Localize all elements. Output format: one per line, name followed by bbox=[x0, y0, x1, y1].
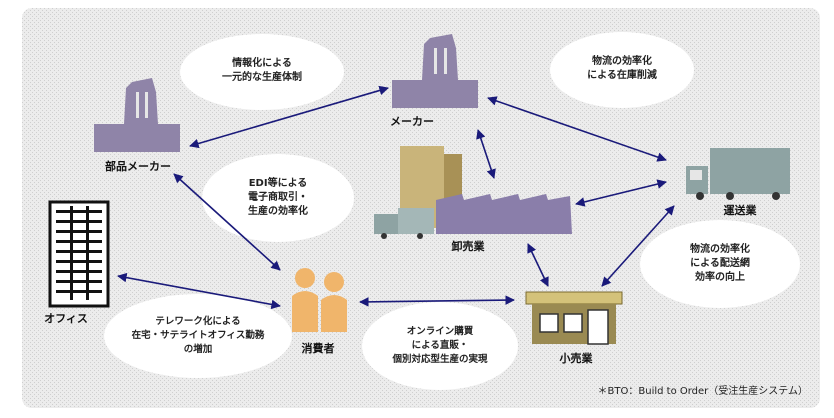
bubble-parts-maker-line1: 情報化による bbox=[232, 56, 292, 69]
bubble-online-line3: 個別対応型生産の実現 bbox=[391, 353, 488, 365]
bubble-maker-line2: による在庫削減 bbox=[587, 68, 657, 81]
warehouse-icon-distributor bbox=[436, 194, 572, 234]
label-office: オフィス bbox=[44, 312, 88, 325]
label-maker: メーカー bbox=[390, 115, 434, 128]
bubble-telework-line2: 在宅・サテライトオフィス勤務 bbox=[132, 329, 265, 341]
bubble-logistics-line3: 効率の向上 bbox=[695, 270, 745, 283]
label-parts-maker: 部品メーカー bbox=[105, 159, 171, 173]
bubble-bto: EDI等による 電子商取引・ 生産の効率化 bbox=[202, 154, 354, 242]
bubble-logistics-line2: による配送網 bbox=[690, 256, 750, 269]
bubble-parts-maker-line2: 一元的な生産体制 bbox=[222, 70, 302, 83]
label-logistics: 運送業 bbox=[724, 203, 758, 217]
bubble-telework-line1: テレワーク化による bbox=[155, 315, 240, 327]
bubble-logistics: 物流の効率化 による配送網 効率の向上 bbox=[640, 220, 800, 308]
footnote: ＊BTO：Build to Order（受注生産システム） bbox=[598, 384, 808, 397]
bubble-maker: 物流の効率化 による在庫削減 bbox=[550, 32, 694, 108]
bubble-bto-line3: 生産の効率化 bbox=[248, 204, 308, 217]
label-consumer: 消費者 bbox=[302, 341, 335, 355]
bubble-logistics-line1: 物流の効率化 bbox=[690, 242, 750, 255]
label-retailer: 小売業 bbox=[559, 351, 594, 365]
label-distributor: 卸売業 bbox=[452, 239, 486, 253]
office-building-icon bbox=[50, 202, 108, 306]
bubble-online: オンライン購買 による直販・ 個別対応型生産の実現 bbox=[362, 302, 518, 390]
bubble-telework: テレワーク化による 在宅・サテライトオフィス勤務 の増加 bbox=[104, 294, 292, 378]
bubble-maker-line1: 物流の効率化 bbox=[592, 54, 652, 67]
bubble-bto-line1: EDI等による bbox=[249, 176, 308, 189]
bubble-online-line1: オンライン購買 bbox=[407, 325, 474, 337]
bubble-telework-line3: の増加 bbox=[184, 343, 213, 355]
bubble-parts-maker: 情報化による 一元的な生産体制 bbox=[180, 34, 344, 110]
bubble-online-line2: による直販・ bbox=[412, 339, 469, 351]
bubble-bto-line2: 電子商取引・ bbox=[248, 190, 308, 203]
shop-icon-retailer bbox=[526, 292, 622, 344]
